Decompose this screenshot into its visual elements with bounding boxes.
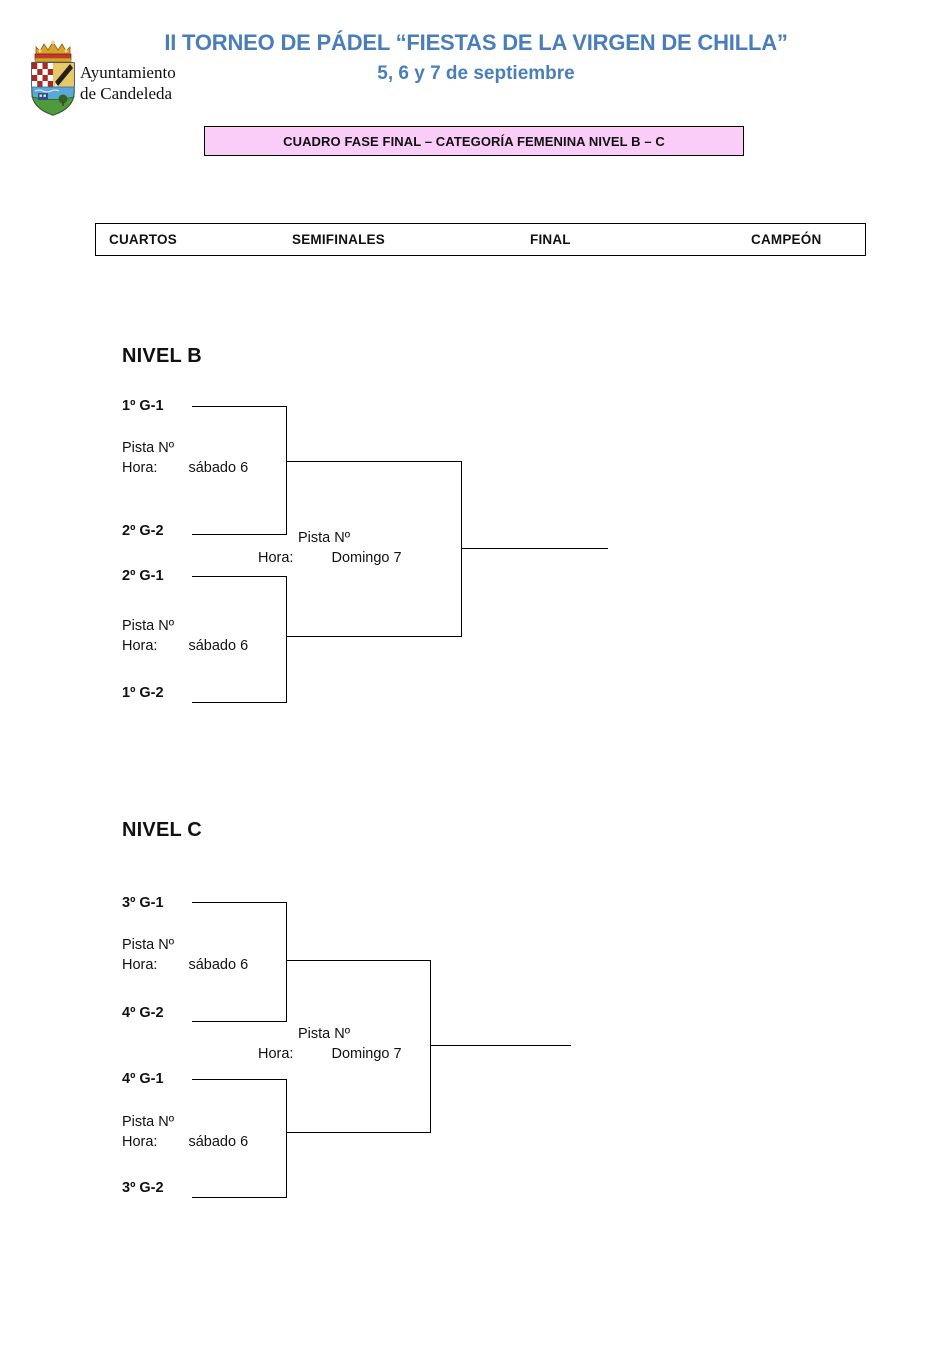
seed-label-c-qf2-bottom: 3º G-2 xyxy=(122,1180,164,1196)
hora-label-b-semifinal: Hora: xyxy=(258,550,294,566)
round-label-campeon: CAMPEÓN xyxy=(751,232,822,247)
candeleda-coat-of-arms-icon xyxy=(31,40,75,116)
bracket-connector-c-qf1 xyxy=(192,902,287,1022)
level-title-nivel-b: NIVEL B xyxy=(122,345,202,367)
seed-label-c-qf1-top: 3º G-1 xyxy=(122,895,164,911)
round-label-cuartos: CUARTOS xyxy=(109,232,177,247)
hora-label-c-qf1: Hora: xyxy=(122,957,158,973)
match-info-b-qf1: Pista Nº Hora: sábado 6 xyxy=(122,440,248,476)
level-title-nivel-c: NIVEL C xyxy=(122,819,202,841)
bracket-connector-b-qf1 xyxy=(192,406,287,535)
organization-name: Ayuntamiento de Candeleda xyxy=(80,63,176,103)
round-label-semifinales: SEMIFINALES xyxy=(292,232,385,247)
match-info-c-qf1: Pista Nº Hora: sábado 6 xyxy=(122,937,248,973)
match-info-c-qf2: Pista Nº Hora: sábado 6 xyxy=(122,1114,248,1150)
champion-line-nivel-b xyxy=(462,548,608,549)
match-day-c-qf1: sábado 6 xyxy=(188,957,249,973)
seed-label-c-qf1-bottom: 4º G-2 xyxy=(122,1005,164,1021)
pista-label-c-semifinal: Pista Nº xyxy=(298,1026,351,1042)
match-day-b-semifinal: Domingo 7 xyxy=(331,550,402,566)
bracket-connector-c-semifinal xyxy=(287,960,431,1133)
match-day-c-semifinal: Domingo 7 xyxy=(331,1046,402,1062)
pista-label-c-qf1: Pista Nº xyxy=(122,937,175,953)
seed-label-b-qf1-top: 1º G-1 xyxy=(122,398,164,414)
hora-label-c-qf2: Hora: xyxy=(122,1134,158,1150)
round-header-row: CUARTOS SEMIFINALES FINAL CAMPEÓN xyxy=(95,223,866,256)
bracket-connector-b-qf2 xyxy=(192,576,287,703)
hora-label-c-semifinal: Hora: xyxy=(258,1046,294,1062)
seed-label-b-qf2-bottom: 1º G-2 xyxy=(122,685,164,701)
match-info-c-semifinal: Pista Nº Hora: Domingo 7 xyxy=(258,1026,402,1062)
bracket-connector-b-semifinal xyxy=(287,461,462,637)
category-banner: CUADRO FASE FINAL – CATEGORÍA FEMENINA N… xyxy=(204,126,744,156)
match-info-b-qf2: Pista Nº Hora: sábado 6 xyxy=(122,618,248,654)
pista-label-c-qf2: Pista Nº xyxy=(122,1114,175,1130)
page-title: II TORNEO DE PÁDEL “FIESTAS DE LA VIRGEN… xyxy=(164,30,788,55)
hora-label-b-qf2: Hora: xyxy=(122,638,158,654)
match-day-c-qf2: sábado 6 xyxy=(188,1134,249,1150)
seed-label-b-qf2-top: 2º G-1 xyxy=(122,568,164,584)
match-day-b-qf2: sábado 6 xyxy=(188,638,249,654)
page-subtitle: 5, 6 y 7 de septiembre xyxy=(377,63,575,84)
pista-label-b-qf1: Pista Nº xyxy=(122,440,175,456)
bracket-connector-c-qf2 xyxy=(192,1079,287,1198)
hora-label-b-qf1: Hora: xyxy=(122,460,158,476)
match-day-b-qf1: sábado 6 xyxy=(188,460,249,476)
seed-label-b-qf1-bottom: 2º G-2 xyxy=(122,523,164,539)
round-label-final: FINAL xyxy=(530,232,571,247)
champion-line-nivel-c xyxy=(431,1045,571,1046)
match-info-b-semifinal: Pista Nº Hora: Domingo 7 xyxy=(258,530,402,566)
seed-label-c-qf2-top: 4º G-1 xyxy=(122,1071,164,1087)
pista-label-b-semifinal: Pista Nº xyxy=(298,530,351,546)
organization-logo-block: Ayuntamiento de Candeleda xyxy=(22,36,202,120)
pista-label-b-qf2: Pista Nº xyxy=(122,618,175,634)
